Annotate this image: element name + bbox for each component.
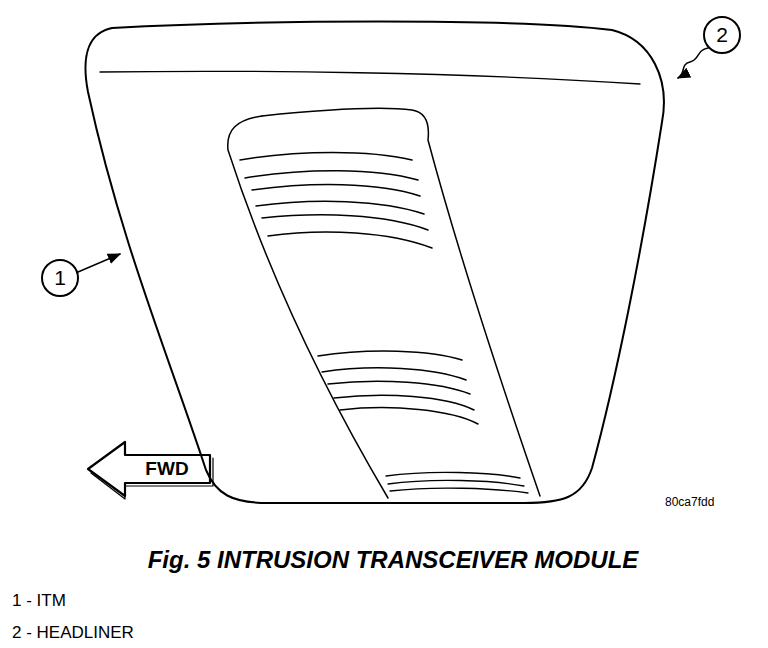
figure-code: 80ca7fdd: [665, 496, 714, 509]
part-legend: 1 - ITM: [12, 592, 66, 611]
leader-line: [678, 48, 708, 78]
itm-housing: [85, 22, 663, 504]
upper-grille: [240, 153, 432, 249]
direction-label: FWD: [145, 459, 188, 480]
leader-line: [78, 254, 120, 272]
lower-grille: [318, 351, 478, 424]
part-legend: 2 - HEADLINER: [12, 624, 134, 643]
center-panel-left: [228, 116, 388, 498]
bottom-grille: [386, 472, 528, 493]
figure-caption: Fig. 5 INTRUSION TRANSCEIVER MODULE: [148, 547, 639, 573]
callout-circle: [704, 17, 740, 53]
forward-arrow: [88, 442, 210, 496]
center-panel-right: [262, 108, 540, 496]
forward-arrow-shadow: [91, 458, 213, 499]
housing-ridge: [100, 71, 640, 84]
callout-circle: [42, 260, 78, 296]
callout-number: 2: [716, 23, 728, 46]
callout-number: 1: [54, 266, 66, 289]
